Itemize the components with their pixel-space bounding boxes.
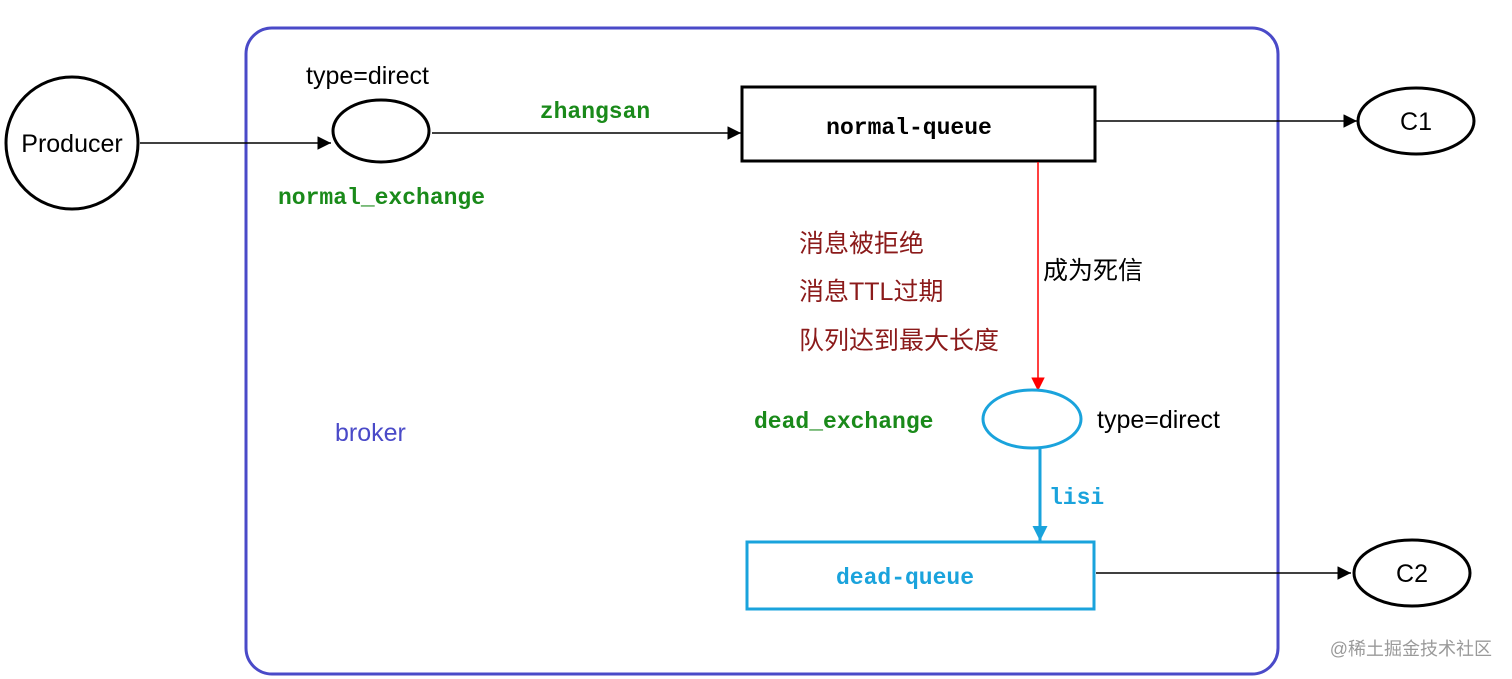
dead-exchange-type: type=direct xyxy=(1097,406,1220,434)
normal-exchange-type: type=direct xyxy=(306,62,429,90)
dead-letter-reason: 消息TTL过期 xyxy=(799,278,943,306)
consumer-c2-node xyxy=(1352,538,1472,608)
dead-queue-name: dead-queue xyxy=(836,565,974,591)
producer-label: Producer xyxy=(21,130,122,158)
watermark-text: @稀土掘金技术社区 xyxy=(1330,639,1492,659)
normal-queue-name: normal-queue xyxy=(826,115,992,141)
normal-queue-box xyxy=(740,85,1097,163)
dead-exchange-node xyxy=(981,388,1083,450)
dead-letter-reason: 消息被拒绝 xyxy=(799,230,924,258)
broker-container xyxy=(244,26,1280,676)
producer-node xyxy=(4,75,140,211)
routing-key-normal: zhangsan xyxy=(540,99,650,125)
dead-letter-arrow-label: 成为死信 xyxy=(1043,257,1143,285)
routing-key-dead: lisi xyxy=(1049,485,1104,511)
dead-exchange-name: dead_exchange xyxy=(754,409,933,435)
dead-queue-box xyxy=(745,540,1096,611)
consumer-c1-label: C1 xyxy=(1400,108,1432,136)
normal-exchange-node xyxy=(331,98,431,164)
consumer-c1-node xyxy=(1356,86,1476,156)
consumer-c2-label: C2 xyxy=(1396,560,1428,588)
dead-letter-reason: 队列达到最大长度 xyxy=(799,327,999,355)
normal-exchange-name: normal_exchange xyxy=(278,185,485,211)
broker-label: broker xyxy=(335,419,406,447)
